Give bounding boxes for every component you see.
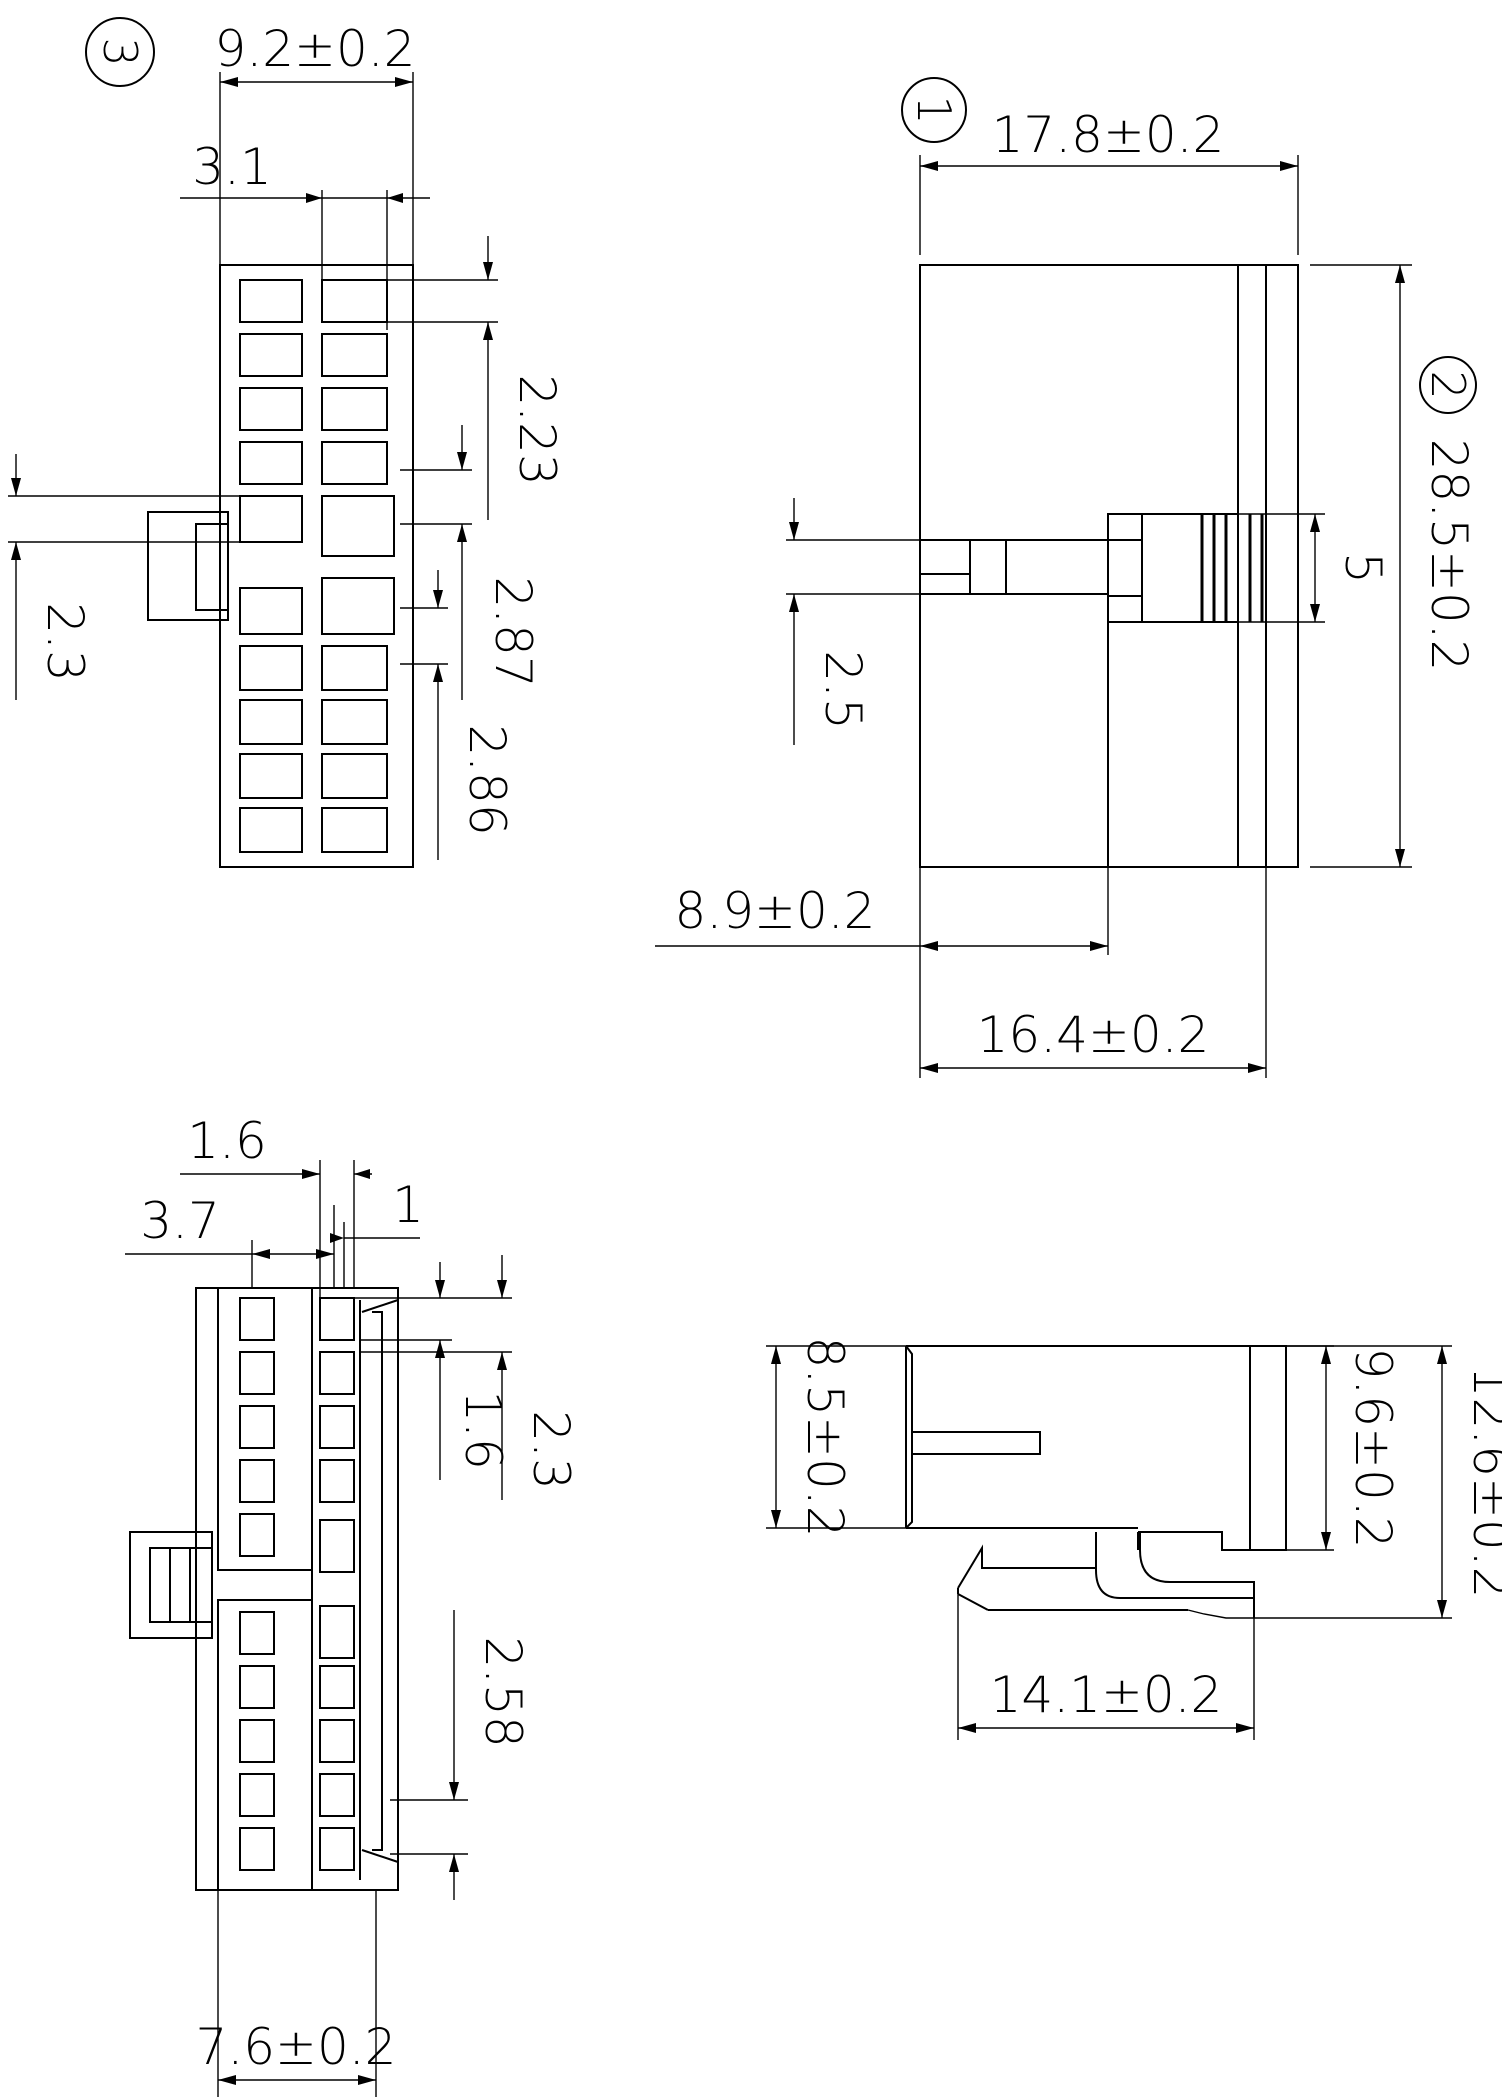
view-3-number: 3 xyxy=(93,37,147,66)
cavity xyxy=(321,645,388,691)
cavity xyxy=(321,279,388,323)
dim-top-1: 1 xyxy=(392,1176,424,1234)
bottom-view-left-block xyxy=(217,1287,313,1571)
view-1-latch-body xyxy=(1107,513,1239,623)
dim-latch-2-3: 2.3 xyxy=(36,602,94,682)
bottom-view-left-block xyxy=(217,1599,313,1891)
pin-cell xyxy=(319,1519,355,1573)
cavity xyxy=(239,587,303,635)
pin-cell xyxy=(239,1773,275,1817)
cavity xyxy=(239,699,303,745)
pin-cell xyxy=(239,1459,275,1503)
pin-cell xyxy=(239,1513,275,1557)
dim-pitch-3-1: 3.1 xyxy=(192,138,272,196)
view-1-tongue xyxy=(919,539,1007,595)
view-1-number-circle xyxy=(901,77,967,143)
view-1-number: 1 xyxy=(907,95,961,124)
pin-cell xyxy=(319,1719,355,1763)
pin-cell xyxy=(319,1665,355,1709)
cavity xyxy=(239,333,303,377)
cavity xyxy=(239,279,303,323)
cavity xyxy=(321,753,388,799)
cavity xyxy=(321,441,388,485)
side-view-body xyxy=(906,1345,1287,1551)
pin-cell xyxy=(239,1827,275,1871)
cavity xyxy=(321,699,388,745)
dim-gap-2-87: 2.87 xyxy=(484,576,542,687)
dim-pin-2-58: 2.58 xyxy=(474,1636,532,1747)
cavity xyxy=(239,645,303,691)
pin-cell xyxy=(319,1297,355,1341)
view-1-tongue-tip xyxy=(969,539,1007,595)
dim-height-28-5: 28.5±0.2 xyxy=(1420,439,1478,672)
dim-pin-2-3: 2.3 xyxy=(522,1410,580,1490)
cavity xyxy=(321,333,388,377)
pin-cell xyxy=(319,1827,355,1871)
dim-height-9-6: 9.6±0.2 xyxy=(1344,1348,1402,1549)
view-2-number-circle xyxy=(1419,356,1477,414)
bottom-view-housing xyxy=(195,1287,399,1891)
pin-cell xyxy=(239,1351,275,1395)
cavity xyxy=(239,441,303,485)
view-1-latch-step xyxy=(1107,595,1143,623)
dim-width-17-8: 17.8±0.2 xyxy=(992,106,1225,164)
pin-cell xyxy=(319,1405,355,1449)
view-1: 1 17.8±0.2 5 xyxy=(655,77,1392,1078)
pin-cell xyxy=(239,1297,275,1341)
dim-width-9-2: 9.2±0.2 xyxy=(215,20,416,78)
dim-top-3-7: 3.7 xyxy=(140,1192,220,1250)
cavity xyxy=(321,387,388,431)
cavity xyxy=(321,577,395,635)
view-2-number: 2 xyxy=(1421,370,1475,399)
side-view: 8.5±0.2 9.6±0.2 12.6±0.2 14.1±0.2 xyxy=(766,1337,1502,1740)
pin-cell xyxy=(239,1719,275,1763)
view-1-latch-step xyxy=(1107,513,1143,541)
dim-height-12-6: 12.6±0.2 xyxy=(1462,1366,1502,1599)
cavity xyxy=(321,807,388,853)
dim-inner-width-16-4: 16.4±0.2 xyxy=(977,1006,1210,1064)
view-3-housing xyxy=(219,264,414,868)
dim-width-7-6: 7.6±0.2 xyxy=(196,2018,397,2076)
bottom-view-latch-inner xyxy=(149,1547,213,1623)
view-2: 2 28.5±0.2 xyxy=(1310,264,1478,868)
pin-cell xyxy=(239,1665,275,1709)
pin-cell xyxy=(319,1459,355,1503)
side-view-latch xyxy=(1095,1532,1255,1599)
cavity xyxy=(321,495,395,557)
dim-gap-2-86: 2.86 xyxy=(458,724,516,835)
view-3: 3 9.2±0.2 xyxy=(8,17,566,868)
dim-gap-2-5: 2.5 xyxy=(814,650,872,730)
cavity xyxy=(239,387,303,431)
cavity xyxy=(239,753,303,799)
pin-cell xyxy=(319,1605,355,1659)
view-3-number-circle xyxy=(85,17,155,87)
view-3-latch-inner xyxy=(195,523,229,611)
cavity xyxy=(239,807,303,853)
dim-height-8-5: 8.5±0.2 xyxy=(796,1337,854,1538)
view-3-latch xyxy=(147,511,229,621)
dim-length-14-1: 14.1±0.2 xyxy=(990,1666,1223,1724)
pin-cell xyxy=(239,1405,275,1449)
dim-pitch-2-23: 2.23 xyxy=(508,374,566,485)
pin-cell xyxy=(319,1351,355,1395)
bottom-view: 1.6 3.7 1 1.6 2.3 2.58 xyxy=(125,1112,580,2097)
pin-cell xyxy=(239,1611,275,1655)
cavity xyxy=(239,495,303,543)
dim-latch-offset-8-9: 8.9±0.2 xyxy=(675,882,876,940)
pin-cell xyxy=(319,1773,355,1817)
dim-latch-height-5: 5 xyxy=(1334,552,1392,584)
dim-pin-1-6: 1.6 xyxy=(454,1390,512,1470)
dim-top-1-6: 1.6 xyxy=(187,1112,267,1170)
